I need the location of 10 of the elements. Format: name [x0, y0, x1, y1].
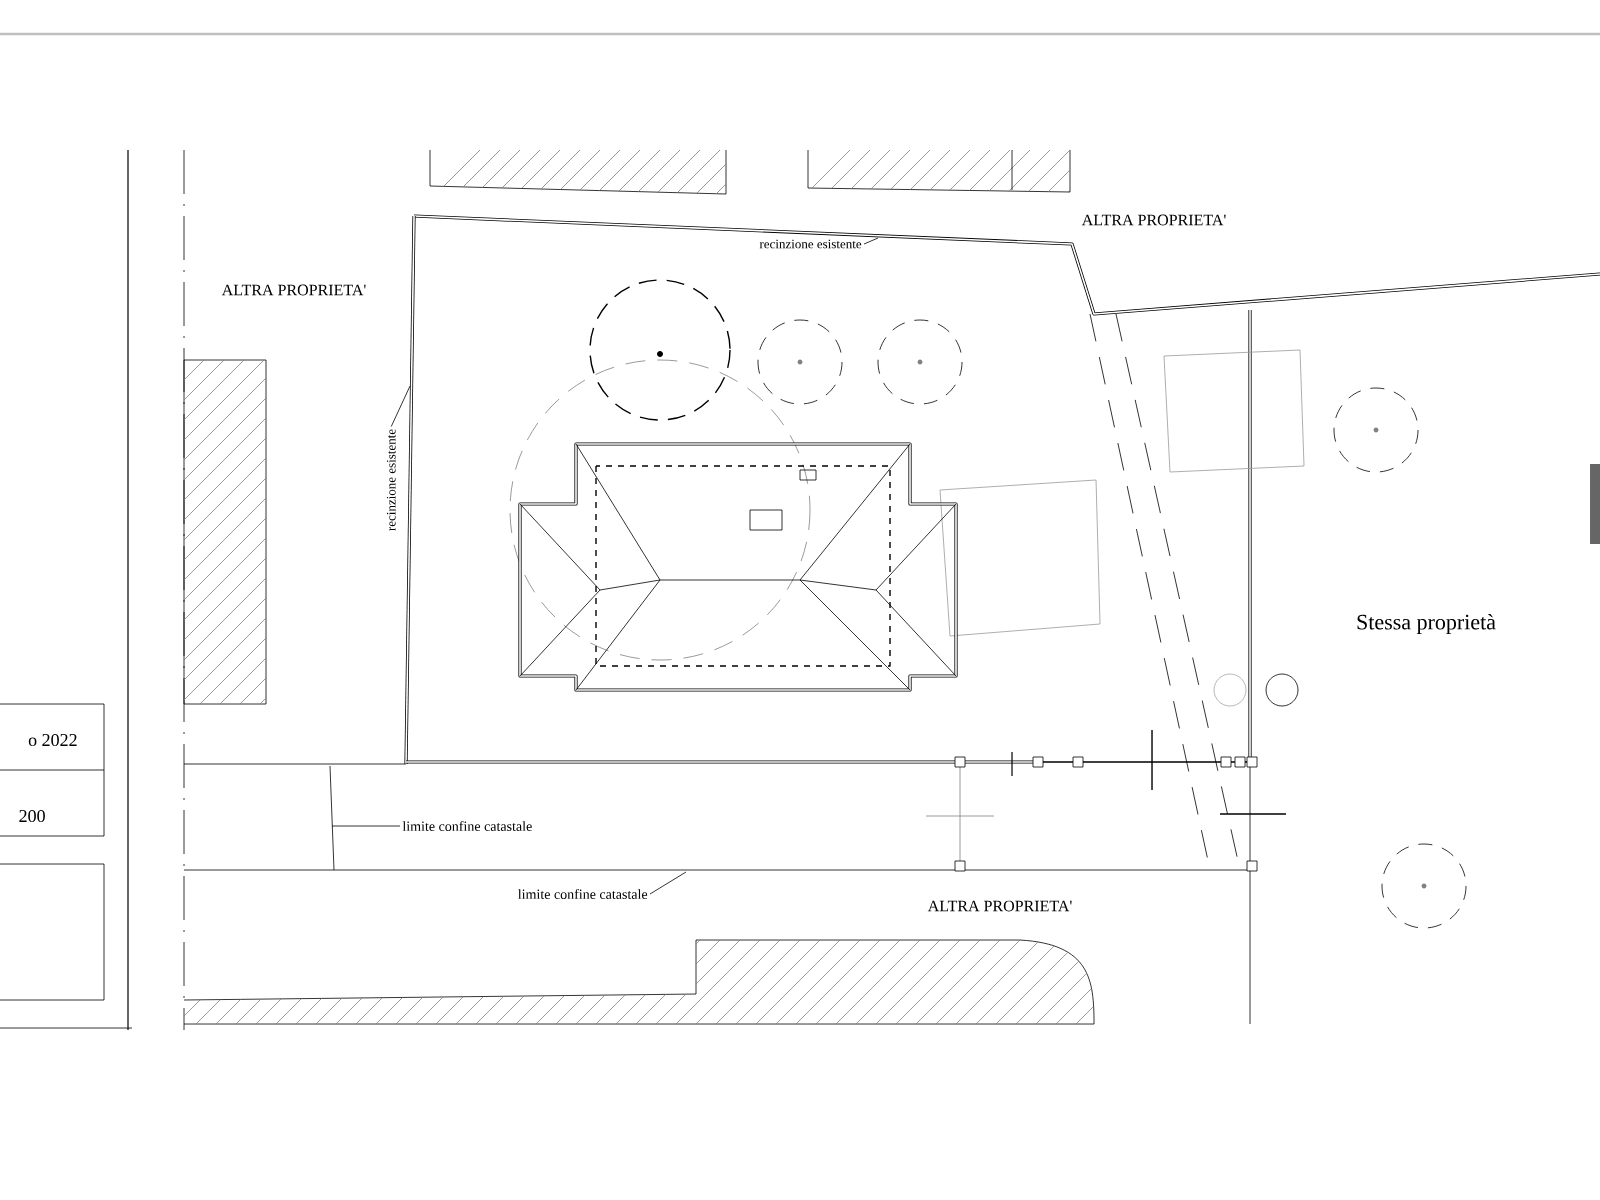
leader-line [649, 871, 687, 895]
property-label: ALTRA PROPRIETA' [927, 900, 1072, 912]
leader-line [331, 825, 401, 827]
leader-line [863, 237, 879, 245]
leader-line [390, 385, 411, 427]
property-label: ALTRA PROPRIETA' [221, 284, 366, 296]
title-block-text: o 2022 [28, 733, 77, 747]
title-block-text: 200 [19, 809, 45, 823]
property-label: ALTRA PROPRIETA' [1081, 214, 1226, 226]
property-label: Stessa proprietà [1357, 614, 1496, 634]
